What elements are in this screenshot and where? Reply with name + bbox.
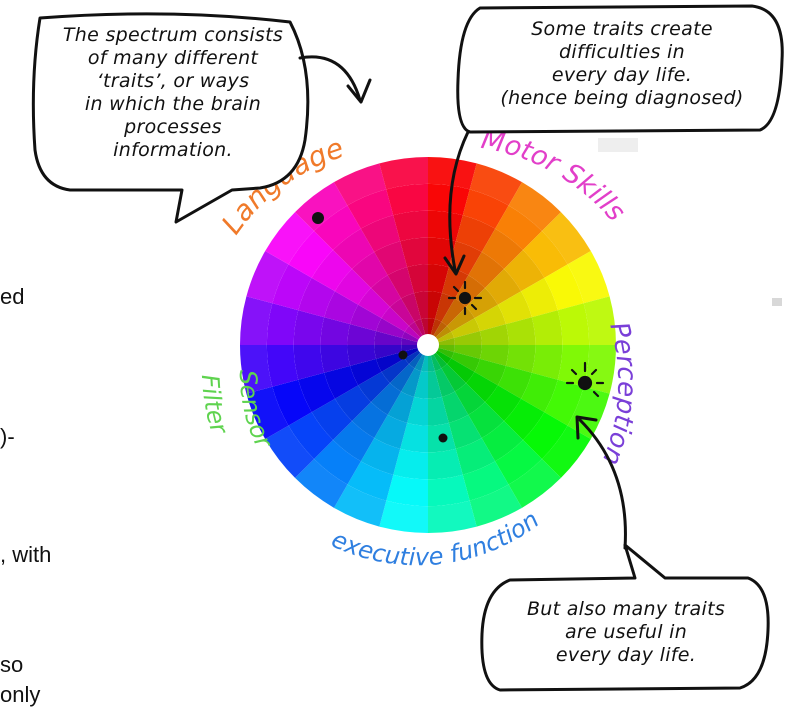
wheel-segment [267,303,298,345]
wheel-segment [386,184,428,215]
bubble-line: (hence being diagnosed) [466,87,778,110]
wheel-center [417,334,439,356]
bubble-line: are useful in [488,621,764,644]
trait-dot-center [399,351,408,360]
bubble-line: in which the brain [42,93,304,116]
bubble-text-useful: But also many traits are useful in every… [488,598,764,667]
bubble-line: ‘traits’, or ways [42,70,304,93]
bubble-line: difficulties in [466,41,778,64]
wheel-segment [267,345,298,387]
trait-dot-executive [439,434,448,443]
bubble-text-spectrum: The spectrum consists of many different … [42,24,304,162]
bubble-line: of many different [42,47,304,70]
bubble-text-difficulties: Some traits create difficulties in every… [466,18,778,110]
bubble-line: processes [42,116,304,139]
bubble-line: every day life. [488,644,764,667]
bubble-line: The spectrum consists [42,24,304,47]
bubble-line: information. [42,139,304,162]
faint-speck [772,298,782,306]
wheel-segment [558,303,589,345]
bubble-line: every day life. [466,64,778,87]
wheel-segment [428,475,470,506]
bubble-line: But also many traits [488,598,764,621]
wheel-segment [386,475,428,506]
trait-label-sensory-bottom: Filter [196,374,234,439]
faint-speck [598,138,638,152]
trait-dot-language [312,212,324,224]
bubble-line: Some traits create [466,18,778,41]
arrow-spectrum-head [348,80,370,102]
